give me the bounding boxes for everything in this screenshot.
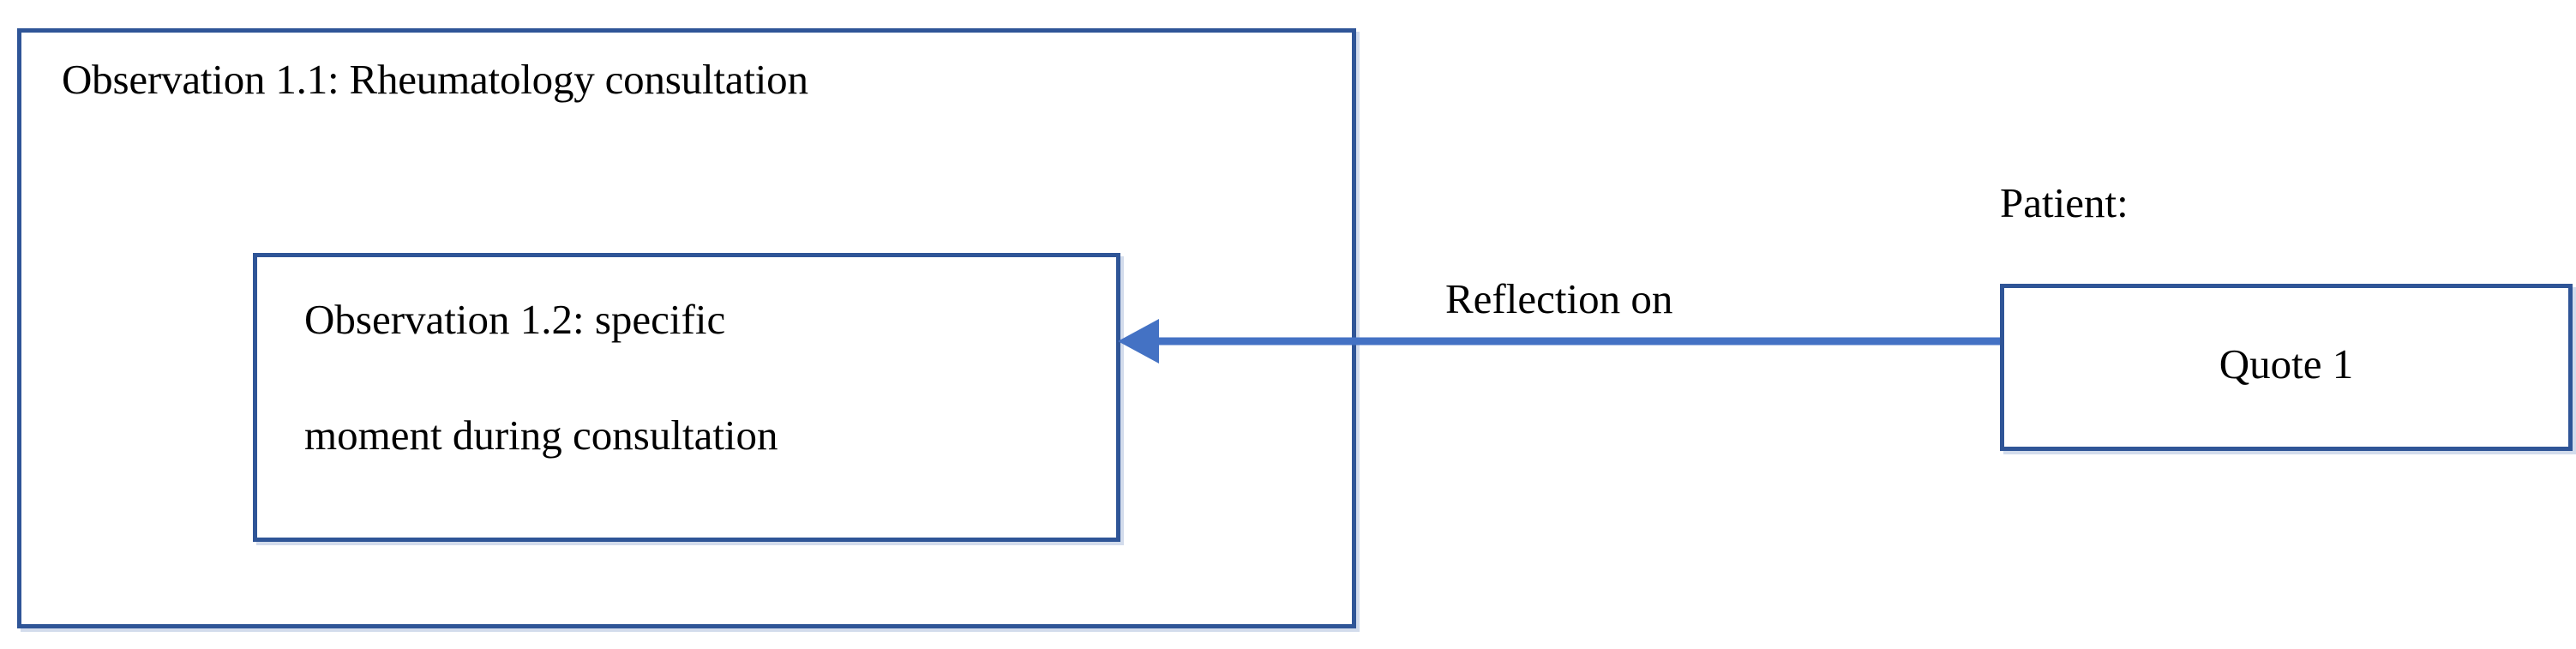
inner-observation-line-1: Observation 1.2: specific <box>304 296 726 343</box>
patient-label: Patient: <box>2000 179 2129 226</box>
inner-observation-box[interactable] <box>253 253 1120 542</box>
outer-observation-title: Observation 1.1: Rheumatology consultati… <box>62 56 808 103</box>
inner-observation-line-2: moment during consultation <box>304 412 778 459</box>
patient-quote-box[interactable] <box>2000 284 2573 451</box>
inner-observation-text: Observation 1.2: specific moment during … <box>304 298 1076 456</box>
left-arrowhead-icon <box>1118 319 1159 364</box>
patient-quote-text: Quote 1 <box>2219 340 2354 388</box>
reflection-arrow[interactable] <box>1106 302 2010 384</box>
connector-label: Reflection on <box>1445 275 1673 322</box>
